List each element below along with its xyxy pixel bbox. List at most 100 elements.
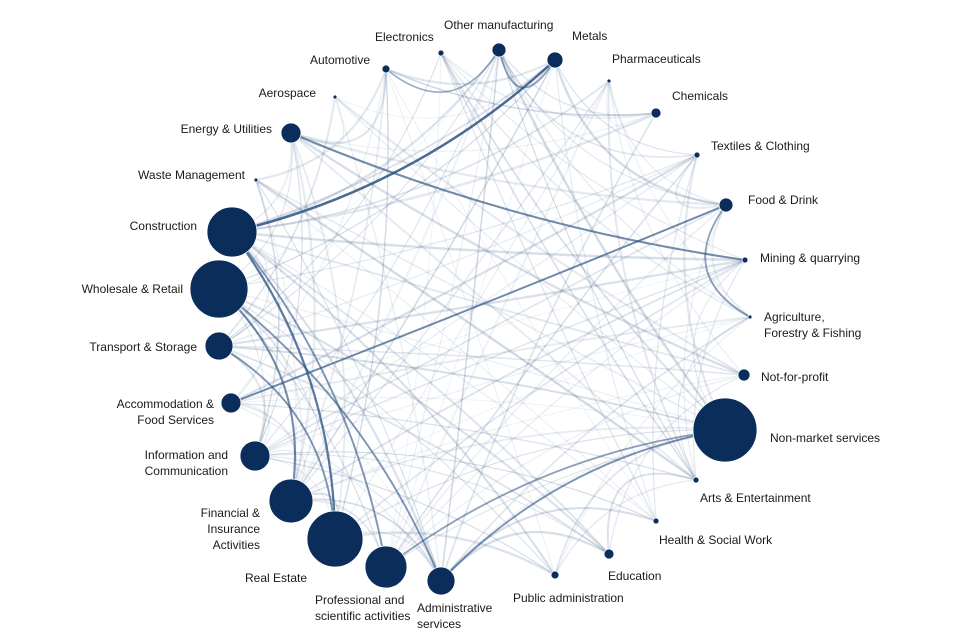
edge-non-market-waste — [255, 179, 726, 431]
node-metals[interactable] — [546, 51, 564, 69]
node-education[interactable] — [603, 548, 615, 560]
edge-arts-education — [607, 472, 697, 555]
edge-non-market-real-estate — [334, 429, 726, 540]
node-label-aerospace: Aerospace — [259, 85, 316, 101]
label-line: Health & Social Work — [659, 533, 773, 547]
edge-agriculture-accommodation — [230, 315, 751, 405]
edge-administrative-financial — [290, 498, 442, 582]
node-label-construction: Construction — [130, 218, 197, 234]
edge-chemicals-energy — [290, 112, 657, 152]
edge-agriculture-electronics — [440, 52, 751, 318]
node-label-health: Health & Social Work — [659, 532, 772, 548]
node-information[interactable] — [239, 440, 271, 472]
edge-agriculture-arts — [677, 316, 751, 481]
link-accommodation-food-drink — [230, 204, 727, 404]
edge-non-market-administrative — [440, 429, 726, 582]
node-health[interactable] — [652, 517, 660, 525]
edge-pharmaceuticals-chemicals — [606, 80, 657, 128]
node-food-drink[interactable] — [718, 197, 734, 213]
node-waste[interactable] — [253, 177, 259, 183]
label-line: Chemicals — [672, 89, 729, 103]
edge-transport-aerospace — [218, 96, 336, 347]
edge-arts-public-admin — [554, 479, 697, 576]
link-mining-energy — [290, 132, 746, 262]
node-chemicals[interactable] — [650, 107, 662, 119]
edge-non-market-accommodation — [230, 397, 726, 431]
node-label-other-manufacturing: Other manufacturing — [444, 17, 553, 33]
edge-textiles-non-market — [683, 154, 726, 431]
node-professional[interactable] — [364, 545, 408, 589]
node-other-manufacturing[interactable] — [491, 42, 507, 58]
edge-metals-automotive — [385, 59, 556, 86]
edge-non-market-electronics — [440, 52, 726, 431]
edge-health-construction — [231, 231, 657, 522]
edge-other-manufacturing-financial — [290, 49, 501, 502]
label-line: Other manufacturing — [444, 18, 554, 32]
node-label-non-market: Non-market services — [770, 430, 880, 446]
node-agriculture[interactable] — [747, 314, 753, 320]
edge-health-information — [254, 451, 657, 522]
node-label-wholesale: Wholesale & Retail — [82, 281, 183, 297]
node-arts[interactable] — [692, 476, 700, 484]
edge-metals-financial — [290, 59, 556, 502]
edge-transport-electronics — [218, 52, 442, 347]
node-label-mining: Mining & quarrying — [760, 250, 860, 266]
edge-other-manufacturing-transport — [218, 49, 500, 347]
node-wholesale[interactable] — [189, 259, 249, 319]
edge-non-market-aerospace — [334, 96, 726, 431]
label-line: scientific activities — [315, 609, 411, 623]
label-line: Forestry & Fishing — [764, 326, 862, 340]
node-label-transport: Transport & Storage — [89, 339, 197, 355]
label-line: Not-for-profit — [761, 370, 829, 384]
edge-other-manufacturing-food-drink — [498, 49, 727, 206]
edge-administrative-waste — [255, 179, 442, 582]
node-automotive[interactable] — [381, 64, 391, 74]
edge-metals-health — [554, 59, 657, 522]
edge-administrative-accommodation — [230, 402, 442, 582]
edge-food-drink-professional — [385, 204, 727, 568]
node-electronics[interactable] — [437, 49, 445, 57]
node-energy[interactable] — [280, 122, 302, 144]
node-mining[interactable] — [741, 256, 749, 264]
node-public-admin[interactable] — [550, 570, 560, 580]
nodes-layer — [189, 42, 758, 596]
edge-metals-construction — [231, 59, 556, 233]
edge-metals-textiles — [554, 59, 698, 156]
node-non-market[interactable] — [692, 397, 758, 463]
label-line: Wholesale & Retail — [81, 282, 183, 296]
label-line: Communication — [144, 464, 228, 478]
edge-non-market-wholesale — [218, 288, 726, 431]
label-line: Food Services — [137, 413, 214, 427]
edge-public-admin-wholesale — [218, 288, 556, 576]
label-line: Aerospace — [258, 86, 316, 100]
edge-health-waste — [255, 179, 657, 522]
node-not-for-profit[interactable] — [737, 368, 751, 382]
edge-textiles-health — [652, 154, 698, 522]
node-real-estate[interactable] — [306, 510, 364, 568]
link-non-market-administrative — [440, 429, 726, 582]
edge-textiles-professional — [385, 154, 698, 568]
link-construction-real-estate — [231, 231, 337, 540]
node-accommodation[interactable] — [220, 392, 242, 414]
edge-other-manufacturing-textiles — [498, 49, 698, 158]
label-line: Arts & Entertainment — [700, 491, 811, 505]
node-transport[interactable] — [204, 331, 234, 361]
node-financial[interactable] — [268, 478, 314, 524]
edge-pharmaceuticals-arts — [607, 80, 697, 481]
node-textiles[interactable] — [693, 151, 701, 159]
label-line: services — [417, 617, 462, 631]
node-pharmaceuticals[interactable] — [606, 78, 612, 84]
edge-information-waste — [254, 179, 280, 457]
node-construction[interactable] — [206, 206, 258, 258]
edge-other-manufacturing-professional — [385, 49, 500, 568]
node-administrative[interactable] — [426, 566, 456, 596]
edge-real-estate-automotive — [334, 68, 389, 540]
node-label-education: Education — [608, 568, 661, 584]
label-line: Mining & quarrying — [760, 251, 861, 265]
node-label-energy: Energy & Utilities — [181, 121, 272, 137]
node-aerospace[interactable] — [332, 94, 338, 100]
link-transport-real-estate — [218, 345, 336, 540]
edge-pharmaceuticals-professional — [384, 80, 610, 568]
